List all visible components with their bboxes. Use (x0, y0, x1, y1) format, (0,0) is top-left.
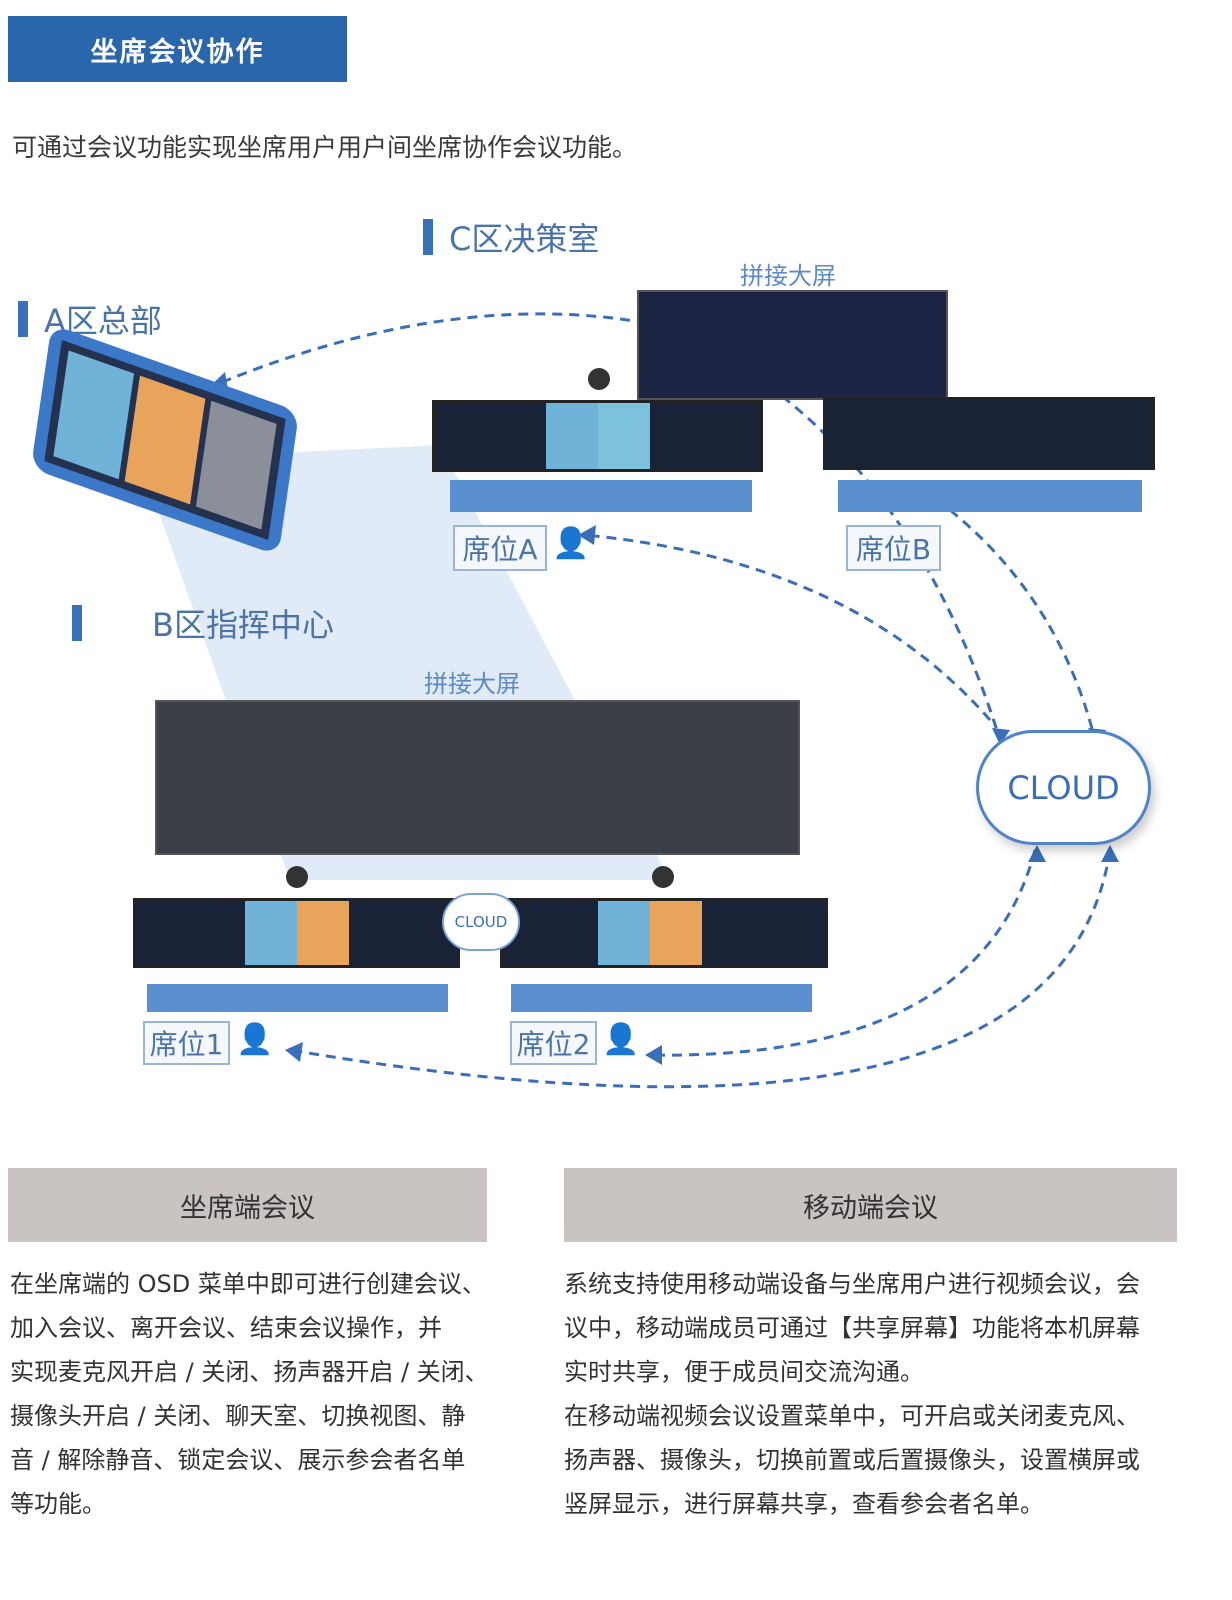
intro-text: 可通过会议功能实现坐席用户用户间坐席协作会议功能。 (12, 133, 638, 162)
arrow-cloud-to-seata (584, 533, 992, 721)
operator-icon: 👤 (602, 1022, 640, 1057)
seat-meeting-description: 在坐席端的 OSD 菜单中即可进行创建会议、 加入会议、离开会议、结束会议操作，… (10, 1262, 500, 1526)
arrow-seatb-to-cloud (949, 508, 1097, 741)
desk-seat-a (450, 480, 752, 512)
section-header-seat-meeting: 坐席端会议 (8, 1168, 487, 1242)
seat-1-label: 席位1 (143, 1021, 230, 1065)
zone-a-label: A区总部 (18, 296, 162, 342)
section-title: 坐席会议协作 (8, 16, 347, 82)
text-line: 系统支持使用移动端设备与坐席用户进行视频会议，会 (564, 1270, 1140, 1298)
desk-seat-2 (511, 984, 812, 1012)
monitors-seat-2 (500, 898, 828, 968)
cloud-small-icon: CLOUD (442, 893, 520, 951)
webcam-icon (588, 368, 610, 390)
text-line: 议中，移动端成员可通过【共享屏幕】功能将本机屏幕 (564, 1314, 1140, 1342)
webcam-icon (286, 866, 308, 888)
video-wall-b (155, 700, 800, 855)
text-line: 扬声器、摄像头，切换前置或后置摄像头，设置横屏或 (564, 1446, 1140, 1474)
arrow-c-to-a (214, 312, 681, 387)
section-header-mobile-meeting: 移动端会议 (564, 1168, 1177, 1242)
zone-b-label: B区指挥中心 (72, 600, 334, 646)
seat-b-label: 席位B (846, 525, 941, 571)
webcam-icon (652, 866, 674, 888)
video-wall-b-label: 拼接大屏 (424, 670, 520, 698)
cloud-icon: CLOUD (976, 730, 1151, 845)
operator-icon: 👤 (552, 526, 590, 561)
zone-c-text: C区决策室 (449, 220, 600, 258)
text-line: 实时共享，便于成员间交流沟通。 (564, 1358, 924, 1386)
seat-a-label: 席位A (453, 525, 547, 571)
text-line: 实现麦克风开启 / 关闭、扬声器开启 / 关闭、 (10, 1358, 489, 1386)
arrow-cloud-to-seat1 (289, 849, 1112, 1089)
mobile-meeting-description: 系统支持使用移动端设备与坐席用户进行视频会议，会 议中，移动端成员可通过【共享屏… (564, 1262, 1204, 1526)
monitors-seat-b (823, 397, 1155, 470)
arrow-cloud-to-seat2 (649, 849, 1037, 1057)
seat-2-label: 席位2 (510, 1021, 597, 1065)
desk-seat-1 (147, 984, 448, 1012)
text-line: 等功能。 (10, 1490, 106, 1518)
text-line: 摄像头开启 / 关闭、聊天室、切换视图、静 (10, 1402, 466, 1430)
zone-b-text: B区指挥中心 (152, 606, 334, 644)
monitors-seat-1 (133, 898, 460, 968)
video-wall-c-label: 拼接大屏 (740, 262, 836, 290)
desk-seat-b (838, 480, 1142, 512)
operator-icon: 👤 (236, 1022, 274, 1057)
text-line: 加入会议、离开会议、结束会议操作，并 (10, 1314, 442, 1342)
monitors-seat-a (432, 400, 763, 472)
video-wall-c (637, 290, 948, 400)
text-line: 音 / 解除静音、锁定会议、展示参会者名单 (10, 1446, 466, 1474)
text-line: 竖屏显示，进行屏幕共享，查看参会者名单。 (564, 1490, 1044, 1518)
zone-c-label: C区决策室 (423, 214, 599, 260)
text-line: 在移动端视频会议设置菜单中，可开启或关闭麦克风、 (564, 1402, 1140, 1430)
text-line: 在坐席端的 OSD 菜单中即可进行创建会议、 (10, 1270, 486, 1298)
